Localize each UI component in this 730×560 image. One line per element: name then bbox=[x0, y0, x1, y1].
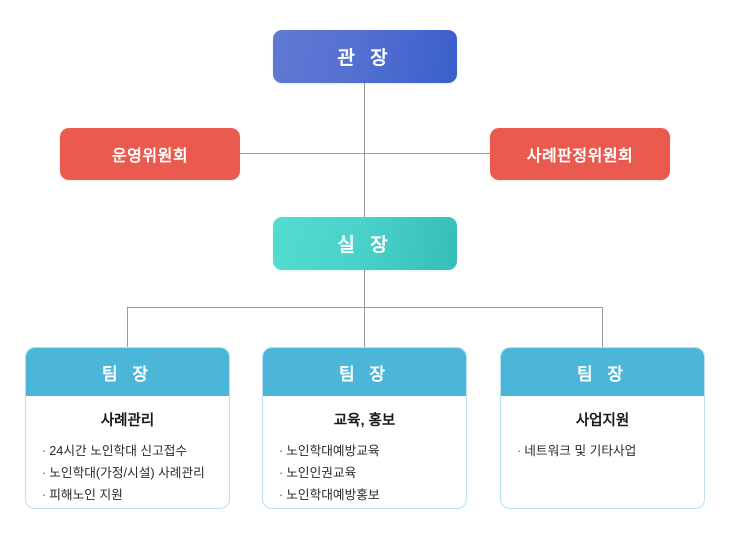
team-title: 사업지원 bbox=[575, 413, 630, 429]
team-header-label: 팀 장 bbox=[263, 348, 466, 396]
connector-team-3-drop bbox=[602, 307, 603, 347]
list-item-label: 노인학대(가정/시설) 사례관리 bbox=[49, 465, 205, 480]
connector-teams-horizontal bbox=[127, 307, 603, 308]
team-header-label: 팀 장 bbox=[26, 348, 229, 396]
list-item: ·피해노인 지원 bbox=[42, 485, 219, 507]
list-item-label: 노인학대예방홍보 bbox=[286, 487, 380, 502]
team-card-education-pr[interactable]: 팀 장 교육, 홍보 ·노인학대예방교육 ·노인인권교육 ·노인학대예방홍보 bbox=[262, 347, 467, 509]
node-director[interactable]: 관 장 bbox=[273, 30, 457, 83]
connector-manager-down bbox=[364, 270, 365, 307]
list-item: ·노인학대예방교육 bbox=[279, 441, 456, 463]
bullet-icon: · bbox=[279, 487, 284, 502]
bullet-icon: · bbox=[42, 465, 47, 480]
team-duty-list: ·네트워크 및 기타사업 bbox=[511, 441, 694, 463]
bullet-icon: · bbox=[279, 465, 284, 480]
list-item: ·노인학대예방홍보 bbox=[279, 485, 456, 507]
team-duty-list: ·노인학대예방교육 ·노인인권교육 ·노인학대예방홍보 bbox=[273, 441, 456, 507]
connector-director-to-manager bbox=[364, 83, 365, 217]
team-title: 사례관리 bbox=[100, 413, 155, 429]
list-item-label: 노인인권교육 bbox=[286, 465, 357, 480]
team-header-label: 팀 장 bbox=[501, 348, 704, 396]
node-office-manager[interactable]: 실 장 bbox=[273, 217, 457, 270]
list-item-label: 노인학대예방교육 bbox=[286, 444, 380, 458]
connector-committees-horizontal bbox=[240, 153, 490, 154]
team-card-case-management[interactable]: 팀 장 사례관리 ·24시간 노인학대 신고접수 ·노인학대(가정/시설) 사례… bbox=[25, 347, 230, 509]
connector-team-1-drop bbox=[127, 307, 128, 347]
bullet-icon: · bbox=[279, 444, 284, 458]
list-item-label: 피해노인 지원 bbox=[49, 487, 123, 502]
team-body: 사업지원 ·네트워크 및 기타사업 bbox=[501, 396, 704, 473]
list-item: ·네트워크 및 기타사업 bbox=[517, 441, 694, 463]
bullet-icon: · bbox=[42, 444, 47, 458]
list-item-label: 네트워크 및 기타사업 bbox=[524, 444, 637, 458]
node-committee-steering[interactable]: 운영위원회 bbox=[60, 128, 240, 180]
node-committee-case-judgment[interactable]: 사례판정위원회 bbox=[490, 128, 670, 180]
team-card-business-support[interactable]: 팀 장 사업지원 ·네트워크 및 기타사업 bbox=[500, 347, 705, 509]
bullet-icon: · bbox=[42, 487, 47, 502]
list-item: ·노인학대(가정/시설) 사례관리 bbox=[42, 463, 219, 485]
list-item: ·노인인권교육 bbox=[279, 463, 456, 485]
team-body: 교육, 홍보 ·노인학대예방교육 ·노인인권교육 ·노인학대예방홍보 bbox=[263, 396, 466, 508]
team-title: 교육, 홍보 bbox=[333, 413, 396, 429]
team-body: 사례관리 ·24시간 노인학대 신고접수 ·노인학대(가정/시설) 사례관리 ·… bbox=[26, 396, 229, 508]
list-item-label: 24시간 노인학대 신고접수 bbox=[49, 444, 188, 458]
connector-team-2-drop bbox=[364, 307, 365, 347]
list-item: ·24시간 노인학대 신고접수 bbox=[42, 441, 219, 463]
team-duty-list: ·24시간 노인학대 신고접수 ·노인학대(가정/시설) 사례관리 ·피해노인 … bbox=[36, 441, 219, 507]
bullet-icon: · bbox=[517, 444, 522, 458]
